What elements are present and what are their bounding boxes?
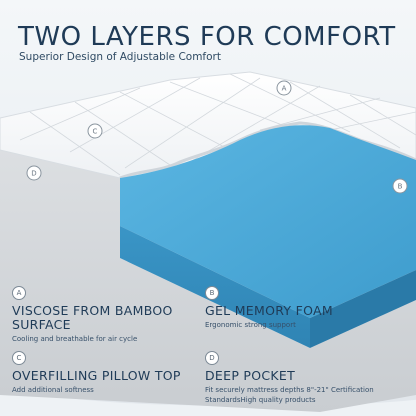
feature-title: OVERFILLING PILLOW TOP [12, 368, 181, 383]
page-subtitle: Superior Design of Adjustable Comfort [19, 51, 221, 63]
feature-description: Add additional softness [12, 386, 94, 394]
feature-overfilling-pillow-top: C OVERFILLING PILLOW TOP Add additional … [12, 345, 202, 395]
feature-deep-pocket: D DEEP POCKET Fit securely mattress dept… [205, 345, 410, 405]
gel-foam-top [120, 125, 416, 318]
quilt-stitching [19, 73, 416, 176]
feature-letter-badge: B [205, 286, 219, 300]
feature-title: DEEP POCKET [205, 368, 296, 383]
feature-description: Ergonomic strong support [205, 321, 296, 329]
feature-letter-badge: D [205, 351, 219, 365]
gel-foam-right [310, 270, 416, 348]
svg-text:A: A [282, 85, 287, 93]
feature-letter-badge: C [12, 351, 26, 365]
svg-text:C: C [93, 128, 98, 136]
page-title: TWO LAYERS FOR COMFORT [18, 22, 396, 52]
feature-title: GEL MEMORY FOAM [205, 303, 333, 318]
svg-text:D: D [31, 170, 36, 178]
marker-c: C [87, 123, 103, 139]
cover-side [0, 148, 416, 412]
feature-description: Cooling and breathable for air cycle [12, 335, 138, 343]
feature-gel-memory-foam: B GEL MEMORY FOAM Ergonomic strong suppo… [205, 280, 405, 330]
feature-letter-badge: A [12, 286, 26, 300]
feature-description: Fit securely mattress depths 8"-21" Cert… [205, 386, 374, 404]
marker-a: A [276, 80, 292, 96]
marker-b: B [392, 178, 408, 194]
feature-title: VISCOSE FROM BAMBOO SURFACE [12, 303, 173, 332]
feature-viscose-bamboo: A VISCOSE FROM BAMBOO SURFACE Cooling an… [12, 280, 202, 344]
marker-d: D [26, 165, 42, 181]
svg-text:B: B [398, 183, 403, 191]
